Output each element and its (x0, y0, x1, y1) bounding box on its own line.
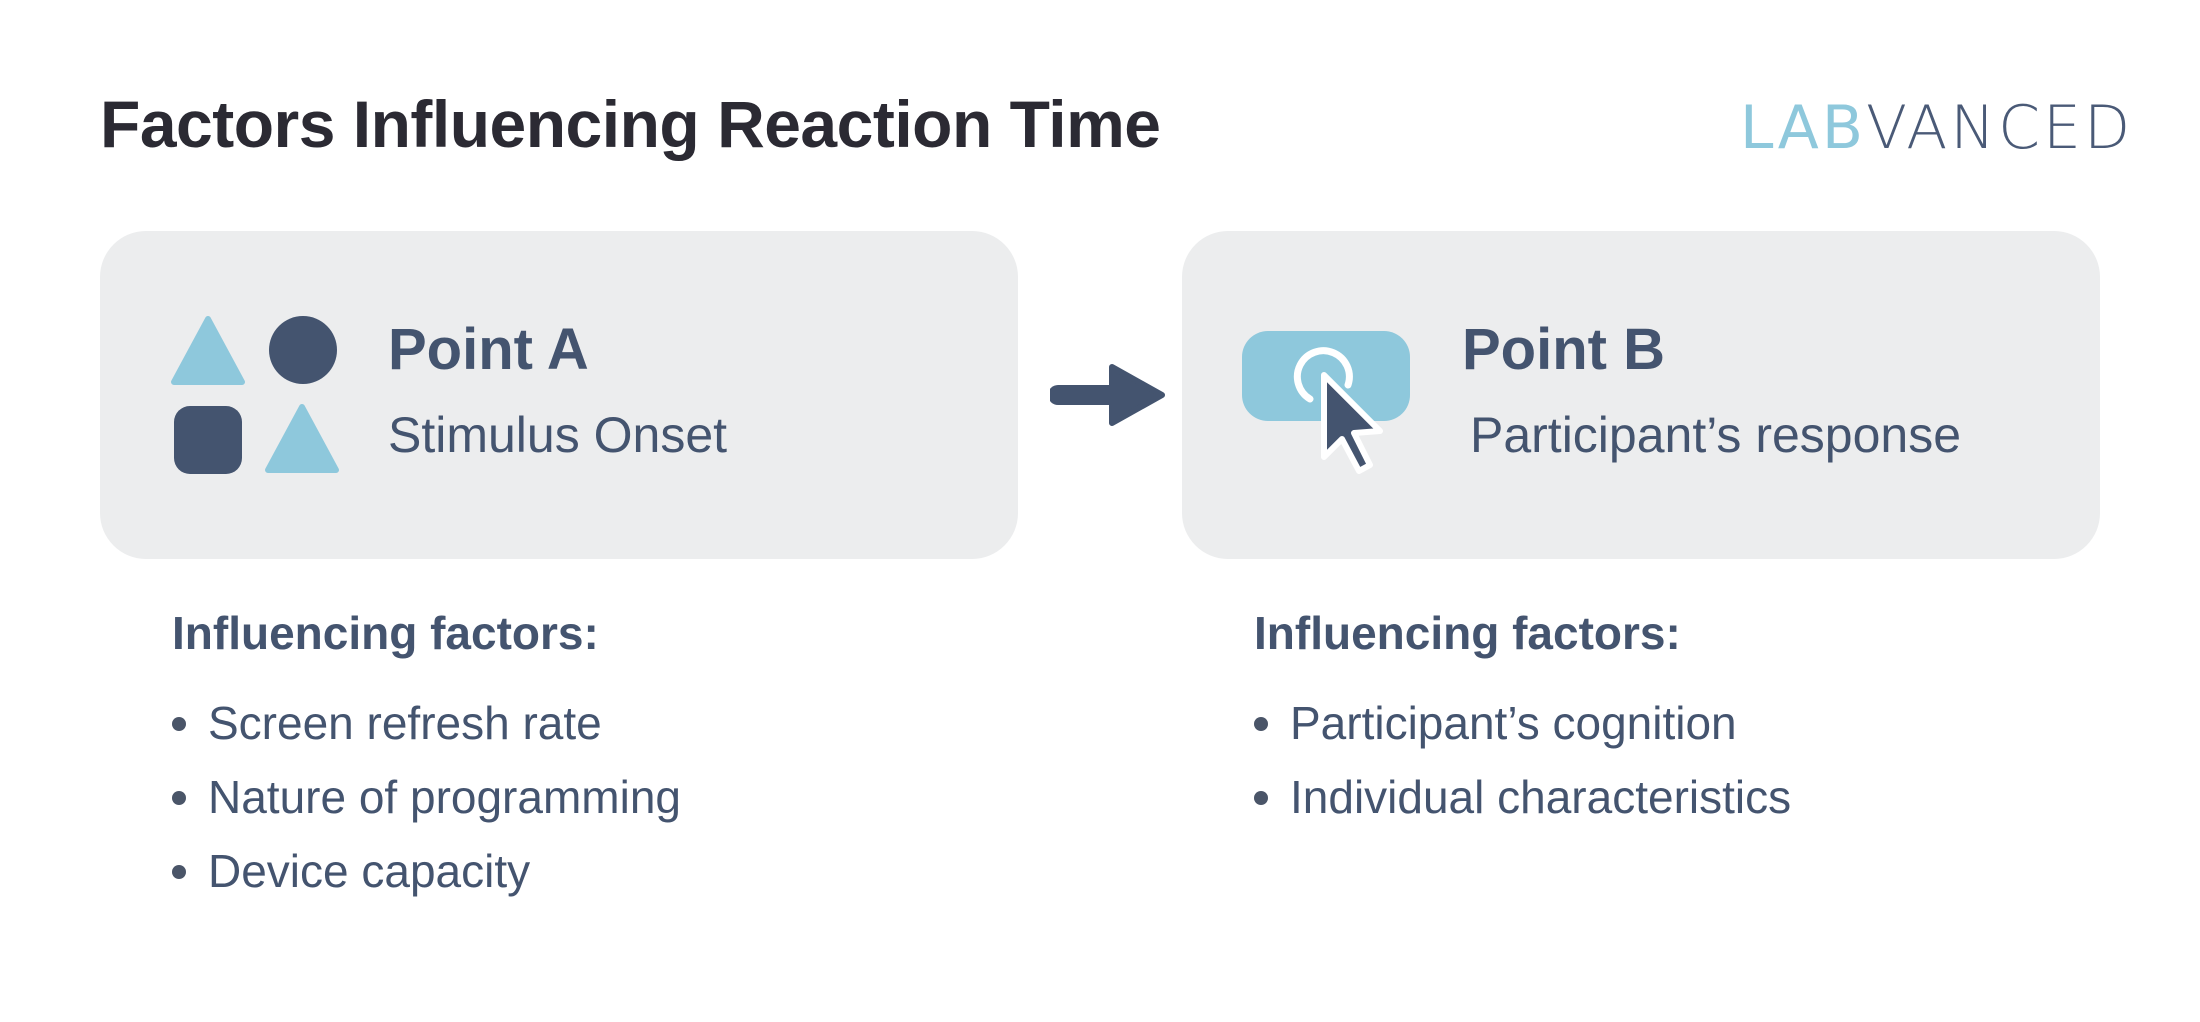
point-b-title: Point B (1462, 317, 1665, 382)
list-item: Individual characteristics (1254, 760, 1791, 834)
point-a-title: Point A (388, 317, 589, 382)
list-item: Screen refresh rate (172, 686, 681, 760)
point-a-factors: Influencing factors: Screen refresh rate… (172, 606, 681, 908)
point-b-card: Point B Participant’s response (1182, 231, 2100, 559)
triangle-shape (265, 404, 339, 473)
list-item: Participant’s cognition (1254, 686, 1791, 760)
factors-list: Screen refresh rate Nature of programmin… (172, 686, 681, 908)
square-shape (174, 406, 242, 474)
point-a-subtitle: Stimulus Onset (388, 407, 728, 463)
labvanced-logo: LABVANCED (1740, 98, 2133, 158)
arrow-right-icon (1048, 363, 1166, 427)
page-title: Factors Influencing Reaction Time (100, 87, 1161, 161)
bullet-icon (1254, 791, 1268, 805)
bullet-icon (172, 791, 186, 805)
logo-vanced-text: VANCED (1866, 93, 2134, 163)
circle-shape (269, 316, 337, 384)
factors-heading: Influencing factors: (172, 607, 599, 659)
list-item: Device capacity (172, 834, 681, 908)
factors-list: Participant’s cognition Individual chara… (1254, 686, 1791, 834)
factor-text: Nature of programming (208, 771, 681, 823)
point-b-subtitle: Participant’s response (1470, 407, 1962, 463)
list-item: Nature of programming (172, 760, 681, 834)
factor-text: Participant’s cognition (1290, 697, 1737, 749)
bullet-icon (172, 717, 186, 731)
bullet-icon (172, 865, 186, 879)
point-a-card: Point A Stimulus Onset (100, 231, 1018, 559)
factor-text: Screen refresh rate (208, 697, 602, 749)
triangle-shape (171, 316, 245, 385)
cursor-icon (1321, 372, 1383, 474)
factors-heading: Influencing factors: (1254, 607, 1681, 659)
click-button-icon (1240, 329, 1420, 479)
bullet-icon (1254, 717, 1268, 731)
factor-text: Individual characteristics (1290, 771, 1792, 823)
factor-text: Device capacity (208, 845, 531, 897)
shapes-icon (170, 316, 340, 476)
logo-lab-text: LAB (1740, 93, 1867, 163)
point-b-factors: Influencing factors: Participant’s cogni… (1254, 606, 1791, 834)
click-ring (1293, 347, 1353, 403)
